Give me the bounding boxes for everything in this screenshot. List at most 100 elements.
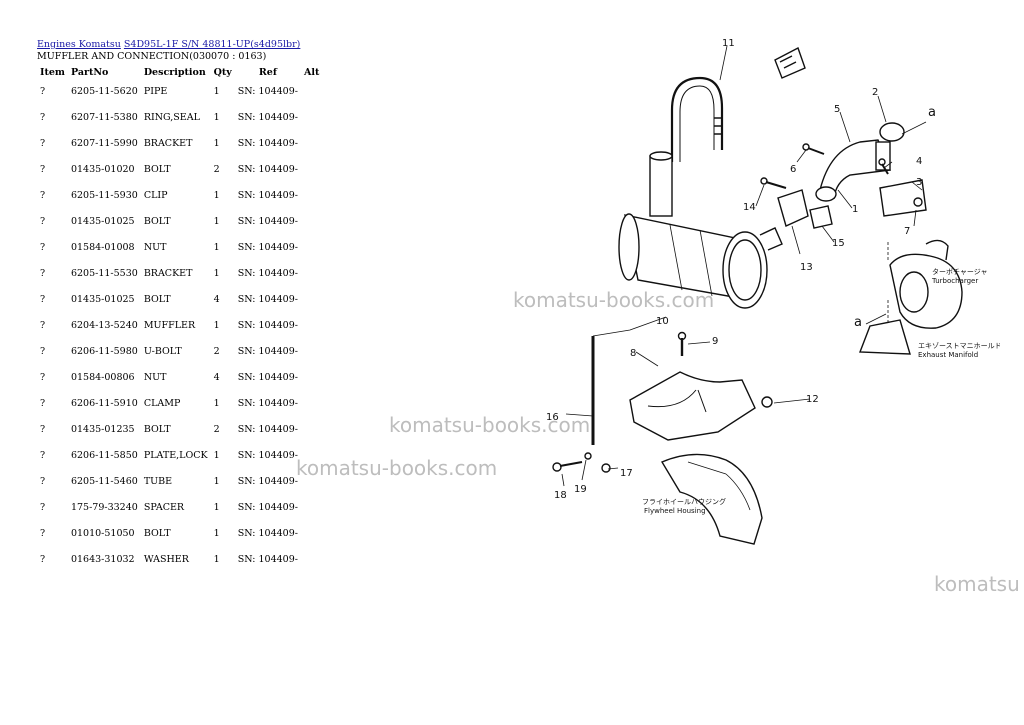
cell-description: PIPE bbox=[143, 86, 168, 97]
cell-partno: 01010-51050 bbox=[70, 528, 135, 539]
part-8-bracket bbox=[629, 371, 756, 441]
cell-item: ? bbox=[40, 86, 46, 97]
cell-description: NUT bbox=[143, 242, 167, 253]
cell-item: ? bbox=[40, 372, 46, 383]
cell-item: ? bbox=[40, 164, 46, 175]
label-turbocharger: Turbocharger bbox=[931, 277, 978, 285]
cell-alt bbox=[301, 184, 322, 210]
callout-6: 6 bbox=[790, 164, 796, 175]
cell-item: ? bbox=[40, 216, 46, 227]
part-3-bracket bbox=[879, 179, 927, 217]
cell-ref: SN: 104409- bbox=[237, 112, 298, 123]
cell-alt bbox=[301, 106, 322, 132]
cell-qty: 1 bbox=[213, 268, 220, 279]
cell-item: ? bbox=[40, 294, 46, 305]
cell-description: WASHER bbox=[143, 554, 189, 565]
cell-item: ? bbox=[40, 528, 46, 539]
callout-17: 17 bbox=[620, 468, 633, 479]
cell-ref: SN: 104409- bbox=[237, 346, 298, 357]
cell-alt bbox=[301, 210, 322, 236]
cell-alt bbox=[301, 340, 322, 366]
cell-ref: SN: 104409- bbox=[237, 216, 298, 227]
cell-ref: SN: 104409- bbox=[237, 450, 298, 461]
cell-ref: SN: 104409- bbox=[237, 138, 298, 149]
cell-qty: 1 bbox=[213, 554, 220, 565]
cell-partno: 6206-11-5910 bbox=[70, 398, 138, 409]
cell-item: ? bbox=[40, 320, 46, 331]
callout-12: 12 bbox=[806, 394, 819, 405]
cell-partno: 175-79-33240 bbox=[70, 502, 138, 513]
cell-item: ? bbox=[40, 112, 46, 123]
callout-16: 16 bbox=[546, 412, 559, 423]
callout-8: 8 bbox=[630, 348, 636, 359]
direction-arrow-icon bbox=[774, 47, 806, 79]
callout-15: 15 bbox=[832, 238, 845, 249]
callout-4: 4 bbox=[916, 156, 922, 167]
cell-qty: 1 bbox=[213, 476, 220, 487]
cell-description: BRACKET bbox=[143, 138, 193, 149]
cell-partno: 01435-01235 bbox=[70, 424, 135, 435]
cell-partno: 6205-11-5930 bbox=[70, 190, 138, 201]
cell-ref: SN: 104409- bbox=[237, 424, 298, 435]
callout-9: 9 bbox=[712, 336, 718, 347]
breadcrumb-link-engines[interactable]: Engines Komatsu bbox=[37, 39, 121, 50]
watermark: komatsu-books.com bbox=[296, 456, 498, 480]
cell-description: MUFFLER bbox=[143, 320, 196, 331]
cell-description: NUT bbox=[143, 372, 167, 383]
cell-description: CLIP bbox=[143, 190, 168, 201]
cell-qty: 2 bbox=[213, 346, 220, 357]
callout-2: 2 bbox=[872, 87, 878, 98]
label-flywheel-housing: Flywheel Housing bbox=[644, 507, 706, 515]
callout-7: 7 bbox=[904, 226, 910, 237]
cell-description: BOLT bbox=[143, 424, 171, 435]
cell-ref: SN: 104409- bbox=[237, 502, 298, 513]
cell-alt bbox=[301, 418, 322, 444]
cell-partno: 01584-01008 bbox=[70, 242, 135, 253]
cell-description: CLAMP bbox=[143, 398, 181, 409]
part-11-pipe bbox=[670, 76, 724, 162]
cell-description: BOLT bbox=[143, 164, 171, 175]
cell-partno: 01435-01025 bbox=[70, 216, 135, 227]
cell-description: RING,SEAL bbox=[143, 112, 200, 123]
breadcrumb-link-model[interactable]: S4D95L-1F S/N 48811-UP(s4d95lbr) bbox=[123, 39, 301, 50]
cell-alt bbox=[301, 548, 322, 574]
cell-ref: SN: 104409- bbox=[237, 86, 298, 97]
cell-item: ? bbox=[40, 424, 46, 435]
cell-description: BOLT bbox=[143, 528, 171, 539]
cell-qty: 1 bbox=[213, 502, 220, 513]
callout-5: 5 bbox=[834, 104, 840, 115]
cell-description: BRACKET bbox=[143, 268, 193, 279]
cell-ref: SN: 104409- bbox=[237, 372, 298, 383]
cell-description: PLATE,LOCK bbox=[143, 450, 208, 461]
cell-item: ? bbox=[40, 138, 46, 149]
cell-partno: 6204-13-5240 bbox=[70, 320, 138, 331]
callout-19: 19 bbox=[574, 484, 587, 495]
cell-item: ? bbox=[40, 476, 46, 487]
cell-ref: SN: 104409- bbox=[237, 294, 298, 305]
cell-qty: 4 bbox=[213, 372, 220, 383]
cell-item: ? bbox=[40, 190, 46, 201]
cell-qty: 1 bbox=[213, 216, 220, 227]
callout-3: 3 bbox=[916, 177, 922, 188]
cell-description: BOLT bbox=[143, 294, 171, 305]
col-ref: Ref bbox=[258, 66, 277, 78]
cell-item: ? bbox=[40, 398, 46, 409]
cell-ref: SN: 104409- bbox=[237, 398, 298, 409]
label-turbocharger-jp: ターボチャージャ bbox=[932, 267, 987, 276]
callout-14: 14 bbox=[743, 202, 756, 213]
cell-alt bbox=[301, 132, 322, 158]
cell-alt bbox=[301, 496, 322, 522]
watermark: komatsu-books.com bbox=[389, 413, 591, 437]
cell-ref: SN: 104409- bbox=[237, 268, 298, 279]
callout-1: 1 bbox=[852, 204, 858, 215]
cell-item: ? bbox=[40, 450, 46, 461]
parts-table: Item PartNo Description Qty Ref Alt ?620… bbox=[37, 64, 322, 574]
